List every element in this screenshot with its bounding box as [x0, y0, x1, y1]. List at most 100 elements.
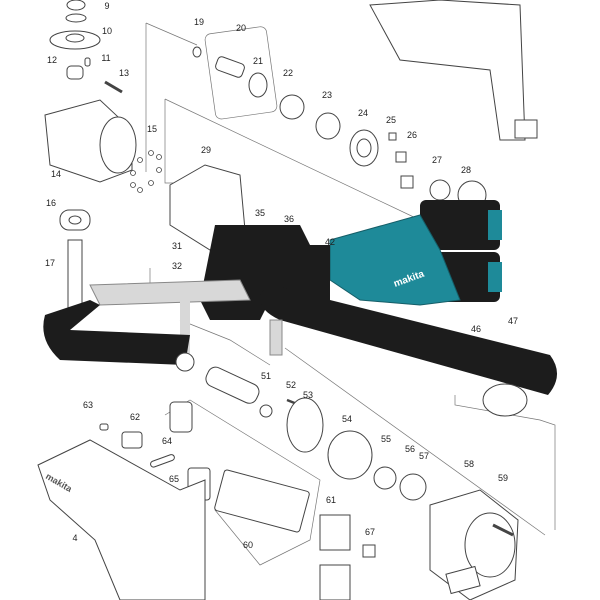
button-part — [121, 431, 143, 449]
part-label-58: 58 — [463, 459, 475, 469]
part-label-14: 14 — [50, 169, 62, 179]
part-label-54: 54 — [341, 414, 353, 424]
leader-line — [145, 22, 198, 46]
spindle-part — [67, 239, 83, 311]
loop-handle-grip — [43, 300, 190, 365]
label-part — [362, 544, 376, 558]
part-label-51: 51 — [260, 371, 272, 381]
controller-part — [214, 469, 310, 533]
part-label-28: 28 — [460, 165, 472, 175]
flange-hole — [65, 33, 85, 43]
stator-part — [327, 430, 373, 480]
bearing-hole — [68, 215, 82, 225]
washer-part — [65, 13, 87, 23]
terminal-part — [319, 564, 351, 600]
part-label-27: 27 — [431, 155, 443, 165]
part-label-53: 53 — [302, 390, 314, 400]
housing-tab — [514, 119, 538, 139]
part-label-13: 13 — [118, 68, 130, 78]
end-cap-part — [482, 383, 528, 417]
part-label-22: 22 — [282, 68, 294, 78]
part-label-65: 65 — [168, 474, 180, 484]
part-label-11: 11 — [101, 53, 111, 63]
part-label-17: 17 — [44, 258, 56, 268]
part-label-60: 60 — [242, 540, 254, 550]
part-label-21: 21 — [252, 56, 264, 66]
motor-body — [329, 214, 461, 306]
part-label-67: 67 — [364, 527, 376, 537]
group-outline — [164, 99, 190, 184]
part-label-26: 26 — [406, 130, 418, 140]
part-label-42: 42 — [324, 237, 336, 247]
part-label-15: 15 — [146, 124, 158, 134]
bearing-part — [175, 352, 195, 372]
bearing-part — [315, 112, 341, 140]
bushing-part — [400, 175, 414, 189]
part-label-23: 23 — [321, 90, 333, 100]
screw-part — [492, 523, 514, 537]
sensor-board-part — [399, 473, 427, 501]
sensor-ring-part — [373, 466, 397, 490]
part-label-36: 36 — [283, 214, 295, 224]
rotor-part — [205, 366, 260, 404]
nut-part — [66, 0, 86, 11]
lever-part — [150, 454, 175, 468]
part-label-20: 20 — [235, 23, 247, 33]
part-label-62: 62 — [129, 412, 141, 422]
part-label-16: 16 — [45, 198, 57, 208]
main-grip — [259, 286, 558, 395]
part-label-61: 61 — [325, 495, 337, 505]
part-label-35: 35 — [254, 208, 266, 218]
handle-tube — [89, 279, 251, 306]
label-part — [445, 565, 481, 595]
shaft-part — [215, 56, 245, 78]
part-label-56: 56 — [404, 444, 416, 454]
pin-part — [84, 57, 91, 67]
plate-part — [286, 397, 324, 453]
cap-part — [99, 423, 109, 431]
part-label-64: 64 — [161, 436, 173, 446]
screw-set — [130, 150, 162, 193]
bolt-part — [104, 80, 123, 94]
group-outline — [179, 319, 271, 366]
bearing-part — [248, 72, 268, 98]
housing-cover-part — [369, 0, 526, 141]
washer-part — [192, 46, 202, 58]
snap-ring-part — [279, 94, 305, 120]
part-label-32: 32 — [171, 261, 183, 271]
part-label-47: 47 — [507, 316, 519, 326]
part-label-55: 55 — [380, 434, 392, 444]
bushing-part — [66, 65, 84, 80]
housing-shell-part — [37, 439, 206, 600]
battery-latch — [488, 262, 502, 292]
part-label-59: 59 — [497, 473, 509, 483]
part-label-52: 52 — [285, 380, 297, 390]
gear-part — [429, 179, 451, 201]
housing-flange — [99, 116, 137, 174]
battery-latch — [488, 210, 502, 240]
bushing-part — [395, 151, 407, 163]
bearing-hole — [356, 138, 372, 158]
part-label-19: 19 — [193, 17, 205, 27]
terminal-part — [319, 514, 351, 551]
part-label-4: 4 — [72, 533, 78, 543]
bushing-part — [388, 132, 397, 141]
part-label-9: 9 — [104, 1, 110, 11]
switch-part — [169, 401, 193, 433]
group-outline — [284, 347, 546, 536]
part-label-31: 31 — [171, 241, 183, 251]
part-label-29: 29 — [200, 145, 212, 155]
group-outline — [204, 26, 278, 120]
battery-part — [420, 200, 500, 250]
part-label-24: 24 — [357, 108, 369, 118]
group-outline — [164, 98, 421, 221]
part-label-12: 12 — [46, 55, 58, 65]
part-label-46: 46 — [470, 324, 482, 334]
bearing-part — [259, 404, 273, 418]
part-label-63: 63 — [82, 400, 94, 410]
part-label-57: 57 — [418, 451, 430, 461]
group-outline — [454, 395, 556, 530]
part-label-25: 25 — [385, 115, 397, 125]
